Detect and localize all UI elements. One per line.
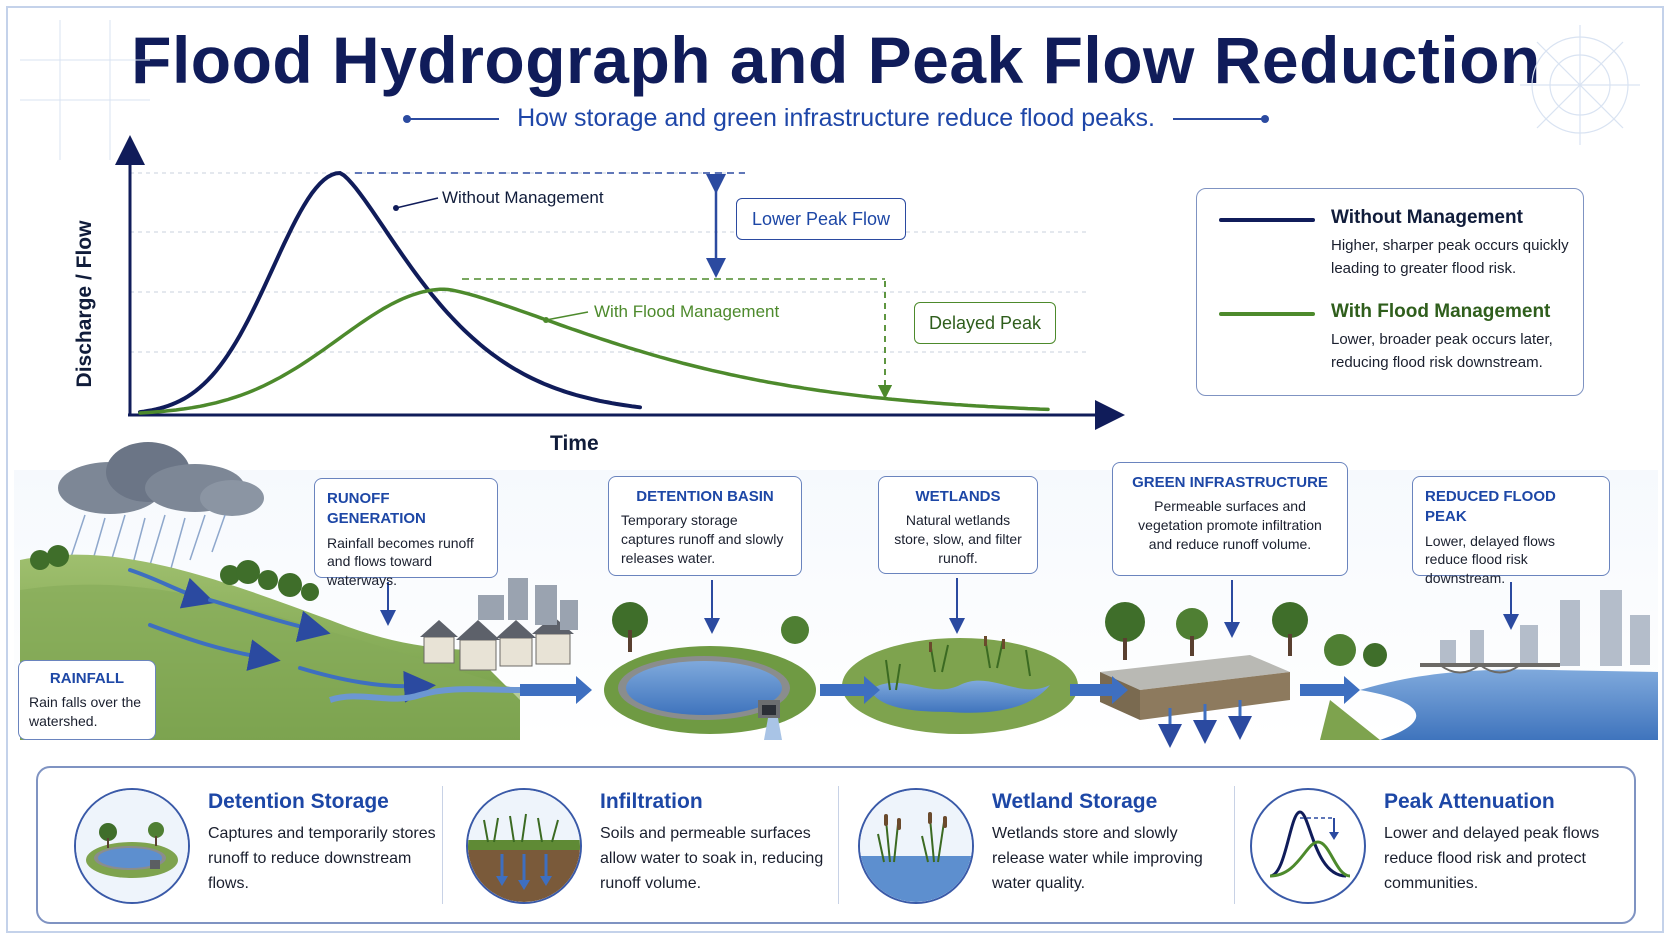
callout-detention-basin: DETENTION BASIN Temporary storage captur…	[608, 476, 802, 576]
callout-rainfall-text: Rain falls over the watershed.	[29, 694, 142, 730]
callout-runoff-generation: RUNOFF GENERATION Rainfall becomes runof…	[314, 478, 498, 588]
feature-title-detention: Detention Storage	[208, 790, 389, 813]
x-axis-label: Time	[550, 432, 599, 455]
features-panel: Detention Storage Captures and temporari…	[36, 766, 1636, 924]
feature-desc-wetland: Wetlands store and slowly release water …	[992, 825, 1203, 892]
subtitle-rule-right	[1172, 114, 1269, 123]
callout-rainfall-title: RAINFALL	[49, 670, 125, 687]
pond-icon	[74, 788, 190, 904]
page-title: Flood Hydrograph and Peak Flow Reduction	[131, 23, 1541, 97]
feature-divider-2	[838, 786, 839, 904]
callout-reduced-text: Lower, delayed flows reduce flood risk d…	[1425, 532, 1555, 587]
subtitle-rule-left	[403, 114, 500, 123]
legend-name-without: Without Management	[1331, 207, 1523, 228]
callout-reduced-flood-peak: REDUCED FLOOD PEAK Lower, delayed flows …	[1412, 476, 1610, 586]
legend-name-with: With Flood Management	[1331, 301, 1551, 322]
feature-desc-peak: Lower and delayed peak flows reduce floo…	[1384, 825, 1600, 892]
subtitle-row: How storage and green infrastructure red…	[0, 104, 1672, 133]
callout-runoff-title: RUNOFF GENERATION	[327, 490, 426, 528]
feature-title-peak: Peak Attenuation	[1384, 790, 1555, 813]
feature-desc-detention: Captures and temporarily stores runoff t…	[208, 825, 436, 892]
curve-without-label: Without Management	[442, 188, 604, 207]
callout-green-text: Permeable surfaces and vegetation promot…	[1138, 498, 1322, 553]
callout-runoff-text: Rainfall becomes runoff and flows toward…	[327, 534, 474, 589]
feature-infiltration: Infiltration Soils and permeable surface…	[430, 768, 830, 922]
callout-green-title: GREEN INFRASTRUCTURE	[1132, 474, 1328, 491]
legend-swatch-with	[1219, 312, 1315, 316]
y-axis-label: Discharge / Flow	[73, 220, 96, 388]
legend-swatch-without	[1219, 218, 1315, 222]
feature-desc-infiltration: Soils and permeable surfaces allow water…	[600, 825, 824, 892]
feature-peak-attenuation: Peak Attenuation Lower and delayed peak …	[1214, 768, 1634, 922]
callout-detention-title: DETENTION BASIN	[636, 488, 774, 505]
feature-divider-1	[442, 786, 443, 904]
feature-title-infiltration: Infiltration	[600, 790, 703, 813]
legend-desc-with: Lower, broader peak occurs later, reduci…	[1331, 331, 1553, 371]
hydrograph-icon	[1250, 788, 1366, 904]
callout-detention-text: Temporary storage captures runoff and sl…	[621, 512, 784, 567]
callout-wetlands: WETLANDS Natural wetlands store, slow, a…	[878, 476, 1038, 574]
callout-reduced-title: REDUCED FLOOD PEAK	[1425, 488, 1556, 526]
callout-wetlands-text: Natural wetlands store, slow, and filter…	[894, 512, 1022, 567]
hydrograph-legend: Without Management Higher, sharper peak …	[1196, 188, 1584, 396]
lower-peak-badge: Lower Peak Flow	[736, 198, 906, 240]
feature-detention-storage: Detention Storage Captures and temporari…	[38, 768, 438, 922]
feature-divider-3	[1234, 786, 1235, 904]
callout-rainfall: RAINFALL Rain falls over the watershed.	[18, 660, 156, 740]
page-frame	[6, 6, 1664, 933]
legend-desc-without: Higher, sharper peak occurs quickly lead…	[1331, 237, 1569, 277]
soil-infiltration-icon	[466, 788, 582, 904]
delayed-peak-badge: Delayed Peak	[914, 302, 1056, 344]
page-subtitle: How storage and green infrastructure red…	[517, 104, 1155, 132]
callout-wetlands-title: WETLANDS	[915, 488, 1001, 505]
wetland-icon	[858, 788, 974, 904]
curve-with-label: With Flood Management	[594, 302, 780, 321]
feature-title-wetland: Wetland Storage	[992, 790, 1158, 813]
feature-wetland-storage: Wetland Storage Wetlands store and slowl…	[822, 768, 1222, 922]
callout-green-infrastructure: GREEN INFRASTRUCTURE Permeable surfaces …	[1112, 462, 1348, 576]
